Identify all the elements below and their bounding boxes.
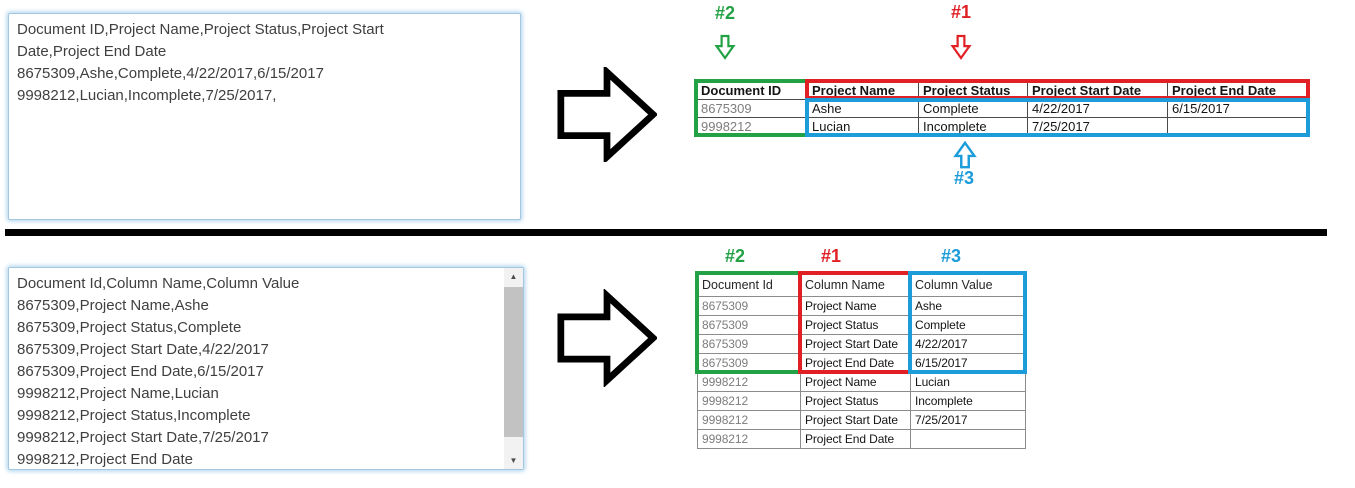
table-cell: Incomplete xyxy=(918,117,1028,136)
table-cell: 9998212 xyxy=(697,372,801,392)
table-cell: Project End Date xyxy=(800,429,911,449)
callout-1-top: #1 xyxy=(950,2,972,22)
table-cell: 8675309 xyxy=(696,99,808,118)
callout-1-bottom: #1 xyxy=(820,246,842,266)
table-cell: 7/25/2017 xyxy=(1027,117,1168,136)
column-header: Project End Date xyxy=(1167,81,1309,100)
callout-3-top: #3 xyxy=(953,168,975,188)
right-block-arrow-icon xyxy=(557,67,657,162)
table-cell: Project Start Date xyxy=(800,334,911,354)
table-cell: 9998212 xyxy=(697,391,801,411)
table-cell: Complete xyxy=(918,99,1028,118)
table-cell: 8675309 xyxy=(697,334,801,354)
red-down-arrow-icon xyxy=(950,34,972,60)
table-cell: Incomplete xyxy=(910,391,1026,411)
table-cell: 8675309 xyxy=(697,315,801,335)
table-cell: 9998212 xyxy=(696,117,808,136)
csv-line: 9998212,Project End Date xyxy=(17,451,193,468)
table-cell: 4/22/2017 xyxy=(1027,99,1168,118)
table-cell: Project End Date xyxy=(800,353,911,373)
vertical-scrollbar[interactable]: ▲ ▼ xyxy=(504,268,523,469)
scroll-up-button[interactable]: ▲ xyxy=(504,268,523,285)
scrollbar-thumb[interactable] xyxy=(504,287,523,437)
table-cell: Ashe xyxy=(910,296,1026,316)
table-cell: 4/22/2017 xyxy=(910,334,1026,354)
table-cell: 8675309 xyxy=(697,353,801,373)
table-cell: Project Status xyxy=(800,391,911,411)
table-cell: 9998212 xyxy=(697,410,801,430)
column-header: Column Name xyxy=(800,273,911,297)
column-header: Project Start Date xyxy=(1027,81,1168,100)
csv-line: 8675309,Project Status,Complete xyxy=(17,319,242,336)
table-cell: Project Name xyxy=(800,296,911,316)
scroll-down-button[interactable]: ▼ xyxy=(504,452,523,469)
table-cell: Ashe xyxy=(807,99,919,118)
csv-line: 8675309,Project Name,Ashe xyxy=(17,297,209,314)
tall-csv-text: Document Id,Column Name,Column Value 8675… xyxy=(9,268,504,469)
right-block-arrow-icon xyxy=(557,289,657,387)
table-cell: 8675309 xyxy=(697,296,801,316)
table-cell: 9998212 xyxy=(697,429,801,449)
csv-line: 8675309,Project Start Date,4/22/2017 xyxy=(17,341,269,358)
callout-3-bottom: #3 xyxy=(940,246,962,266)
table-cell xyxy=(910,429,1026,449)
table-cell: Lucian xyxy=(910,372,1026,392)
table-cell xyxy=(1167,117,1309,136)
csv-line: 8675309,Ashe,Complete,4/22/2017,6/15/201… xyxy=(17,65,324,82)
table-cell: Lucian xyxy=(807,117,919,136)
table-cell: Project Name xyxy=(800,372,911,392)
table-cell: 7/25/2017 xyxy=(910,410,1026,430)
green-down-arrow-icon xyxy=(714,34,736,60)
csv-line: Document Id,Column Name,Column Value xyxy=(17,275,300,292)
csv-line: Date,Project End Date xyxy=(17,43,167,60)
tall-csv-textbox[interactable]: Document Id,Column Name,Column Value 8675… xyxy=(8,267,524,470)
column-header: Project Name xyxy=(807,81,919,100)
blue-up-arrow-icon xyxy=(953,140,977,169)
column-header: Project Status xyxy=(918,81,1028,100)
column-header: Document ID xyxy=(696,81,808,100)
callout-2-bottom: #2 xyxy=(724,246,746,266)
callout-2-top: #2 xyxy=(714,3,736,23)
table-cell: Complete xyxy=(910,315,1026,335)
column-header: Document Id xyxy=(697,273,801,297)
section-divider xyxy=(5,229,1327,236)
wide-csv-text: Document ID,Project Name,Project Status,… xyxy=(9,14,520,219)
table-cell: Project Start Date xyxy=(800,410,911,430)
csv-line: 8675309,Project End Date,6/15/2017 xyxy=(17,363,264,380)
csv-line: 9998212,Lucian,Incomplete,7/25/2017, xyxy=(17,87,277,104)
csv-line: 9998212,Project Status,Incomplete xyxy=(17,407,251,424)
csv-line: 9998212,Project Start Date,7/25/2017 xyxy=(17,429,269,446)
csv-line: Document ID,Project Name,Project Status,… xyxy=(17,21,384,38)
scrollbar-track[interactable] xyxy=(504,285,523,452)
wide-csv-textbox[interactable]: Document ID,Project Name,Project Status,… xyxy=(8,13,521,220)
table-cell: 6/15/2017 xyxy=(910,353,1026,373)
csv-line: 9998212,Project Name,Lucian xyxy=(17,385,219,402)
table-cell: Project Status xyxy=(800,315,911,335)
table-cell: 6/15/2017 xyxy=(1167,99,1309,118)
column-header: Column Value xyxy=(910,273,1026,297)
